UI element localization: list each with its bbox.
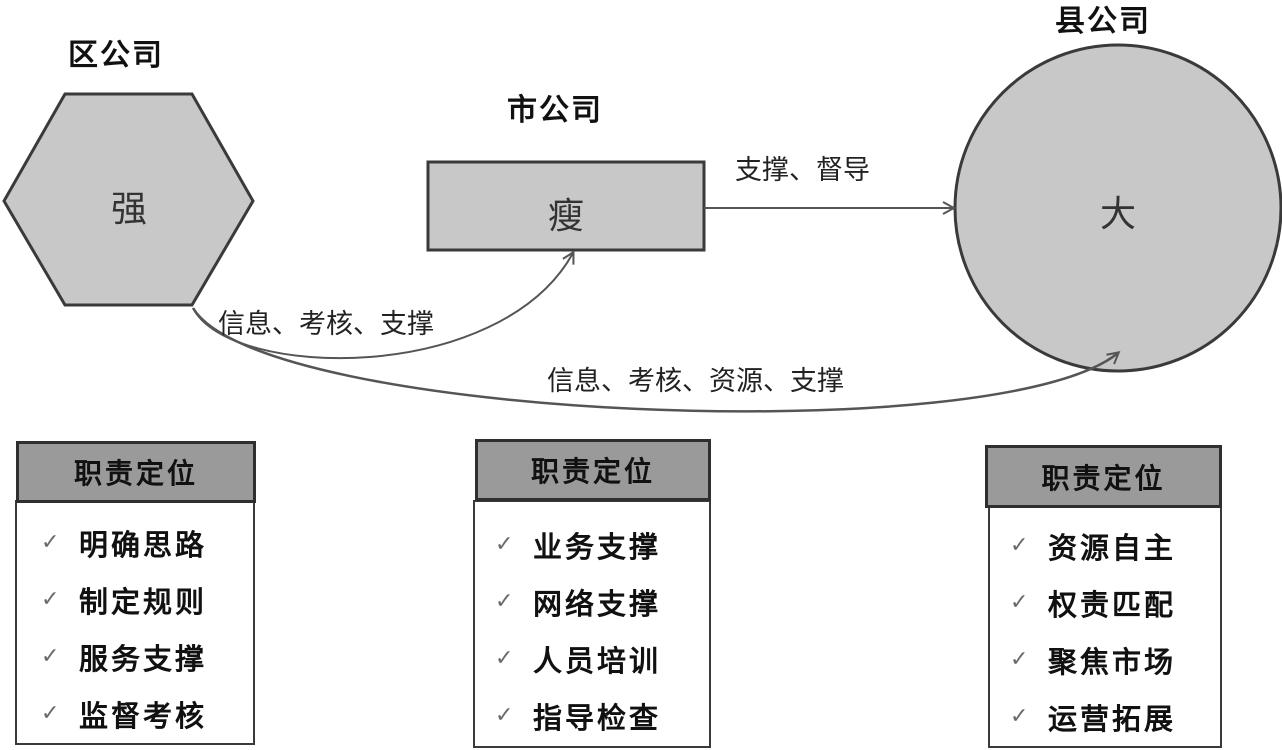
list-item: ✓ 网络支撑 [481, 573, 661, 630]
list-item: ✓ 资源自主 [996, 517, 1176, 574]
county-duty-list: ✓ 资源自主 ✓ 权责匹配 ✓ 聚焦市场 ✓ 运营拓展 [996, 517, 1176, 745]
list-item: ✓ 运营拓展 [996, 688, 1176, 745]
duty-text: 资源自主 [1048, 530, 1177, 565]
list-item: ✓ 人员培训 [481, 630, 661, 687]
list-item: ✓ 制定规则 [27, 571, 207, 628]
county-duty-card: ✓ 资源自主 ✓ 权责匹配 ✓ 聚焦市场 ✓ 运营拓展 [988, 505, 1222, 748]
arrow-district-to-county [191, 307, 1118, 413]
duty-text: 聚焦市场 [1048, 644, 1177, 679]
duty-text: 服务支撑 [79, 641, 208, 676]
county-shape-label: 大 [1099, 194, 1136, 235]
city-duty-card: ✓ 业务支撑 ✓ 网络支撑 ✓ 人员培训 ✓ 指导检查 [473, 500, 711, 748]
check-icon: ✓ [495, 703, 517, 728]
list-item: ✓ 权责匹配 [996, 574, 1176, 631]
label-city-to-county: 支撑、督导 [735, 155, 870, 186]
label-district-to-county: 信息、考核、资源、支撑 [547, 366, 844, 397]
check-icon: ✓ [41, 701, 63, 726]
duty-text: 权责匹配 [1048, 587, 1177, 622]
list-item: ✓ 业务支撑 [481, 516, 661, 573]
duty-text: 监督考核 [79, 698, 208, 733]
list-item: ✓ 聚焦市场 [996, 631, 1176, 688]
county-card-header: 职责定位 [985, 445, 1222, 508]
city-title: 市公司 [507, 93, 603, 128]
check-icon: ✓ [1010, 704, 1032, 729]
duty-text: 人员培训 [533, 643, 662, 678]
district-duty-card: ✓ 明确思路 ✓ 制定规则 ✓ 服务支撑 ✓ 监督考核 [15, 500, 255, 745]
duty-text: 制定规则 [79, 584, 208, 619]
list-item: ✓ 指导检查 [481, 687, 661, 744]
city-rectangle [426, 160, 706, 252]
list-item: ✓ 监督考核 [27, 685, 207, 742]
district-title: 区公司 [68, 38, 164, 73]
check-icon: ✓ [1010, 590, 1032, 615]
district-duty-list: ✓ 明确思路 ✓ 制定规则 ✓ 服务支撑 ✓ 监督考核 [27, 514, 207, 742]
list-item: ✓ 服务支撑 [27, 628, 207, 685]
district-shape-label: 强 [110, 189, 147, 230]
list-item: ✓ 明确思路 [27, 514, 207, 571]
check-icon: ✓ [41, 587, 63, 612]
check-icon: ✓ [495, 646, 517, 671]
city-card-header: 职责定位 [475, 439, 711, 501]
duty-text: 网络支撑 [533, 586, 662, 621]
county-title: 县公司 [1055, 4, 1151, 39]
check-icon: ✓ [495, 589, 517, 614]
district-hexagon [2, 92, 255, 307]
duty-text: 明确思路 [79, 527, 208, 562]
city-duty-list: ✓ 业务支撑 ✓ 网络支撑 ✓ 人员培训 ✓ 指导检查 [481, 516, 661, 744]
check-icon: ✓ [1010, 647, 1032, 672]
check-icon: ✓ [1010, 533, 1032, 558]
city-shape-label: 瘦 [547, 196, 584, 237]
district-card-header: 职责定位 [16, 441, 256, 503]
label-district-to-city: 信息、考核、支撑 [218, 309, 434, 340]
check-icon: ✓ [495, 532, 517, 557]
check-icon: ✓ [41, 644, 63, 669]
duty-text: 业务支撑 [533, 529, 662, 564]
check-icon: ✓ [41, 530, 63, 555]
duty-text: 指导检查 [533, 700, 662, 735]
duty-text: 运营拓展 [1048, 701, 1177, 736]
